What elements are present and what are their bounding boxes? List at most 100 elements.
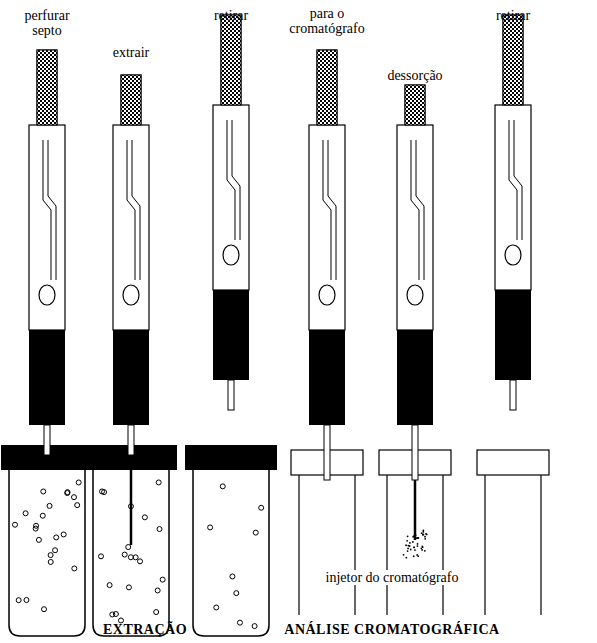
desorbed-dot xyxy=(417,543,419,545)
needle-guide xyxy=(495,290,531,380)
desorbed-dot xyxy=(405,544,407,546)
barrel xyxy=(495,105,531,290)
barrel xyxy=(309,125,345,330)
desorbed-dot xyxy=(426,534,428,536)
step-label: retirar xyxy=(496,8,530,23)
desorbed-dot xyxy=(421,545,423,547)
desorbed-dot xyxy=(413,535,415,537)
inner-rod xyxy=(232,120,240,240)
desorbed-dot xyxy=(413,547,415,549)
bubble xyxy=(155,588,160,593)
sample-vial xyxy=(9,470,85,636)
plunger xyxy=(405,85,425,125)
needle-guide xyxy=(29,330,65,425)
bubble xyxy=(253,530,258,535)
bubble xyxy=(138,559,143,564)
injector-tube xyxy=(354,475,355,615)
bubble xyxy=(72,566,77,571)
plunger xyxy=(317,50,337,125)
desorbed-dot xyxy=(416,537,418,539)
bubble xyxy=(230,574,235,579)
bubble xyxy=(100,489,105,494)
bubble xyxy=(142,515,147,520)
desorbed-dot xyxy=(424,550,426,552)
bubble xyxy=(40,513,45,518)
bubble xyxy=(208,525,213,530)
inner-rod xyxy=(416,140,424,280)
bubble xyxy=(48,559,53,564)
injector-tube xyxy=(484,475,485,615)
desorbed-dot xyxy=(407,548,409,550)
bubble xyxy=(42,607,47,612)
barrel xyxy=(113,125,149,330)
sample-vial xyxy=(193,470,269,636)
bubble xyxy=(126,585,131,590)
desorbed-dot xyxy=(410,549,412,551)
needle-guide xyxy=(309,330,345,425)
inner-rod xyxy=(514,120,522,240)
screw-window xyxy=(505,245,521,265)
injector-septum xyxy=(477,450,549,475)
screw-window xyxy=(407,285,423,305)
injector-tube xyxy=(386,475,387,615)
screw-window xyxy=(223,245,239,265)
desorbed-dot xyxy=(407,545,409,547)
fiber xyxy=(130,455,133,545)
inner-rod xyxy=(509,120,517,240)
desorbed-dot xyxy=(425,533,427,535)
desorbed-dot xyxy=(423,534,425,536)
bubble xyxy=(133,555,138,560)
desorbed-dot xyxy=(424,538,426,540)
step-label: perfurar septo xyxy=(24,8,69,38)
desorbed-dot xyxy=(422,534,424,536)
desorbed-dot xyxy=(421,532,423,534)
needle xyxy=(44,425,50,455)
bubble xyxy=(76,480,81,485)
bubble xyxy=(36,537,41,542)
desorbed-dot xyxy=(414,549,416,551)
barrel xyxy=(213,105,249,290)
bubble xyxy=(99,554,104,559)
bubble xyxy=(252,624,257,629)
bubble xyxy=(214,605,219,610)
bubble xyxy=(41,489,46,494)
bubble xyxy=(259,505,264,510)
bubble xyxy=(154,610,159,615)
desorbed-dot xyxy=(412,541,414,543)
bubble xyxy=(33,526,38,531)
bubble xyxy=(122,552,127,557)
bubble xyxy=(61,532,66,537)
bubble xyxy=(53,548,58,553)
bubble xyxy=(237,620,242,625)
desorbed-dot xyxy=(403,554,405,556)
bubble xyxy=(65,490,70,495)
barrel xyxy=(29,125,65,330)
bubble xyxy=(126,545,131,550)
inner-rod xyxy=(132,140,140,280)
bubble xyxy=(54,535,59,540)
desorbed-dot xyxy=(421,549,423,551)
screw-window xyxy=(39,285,55,305)
desorbed-dot xyxy=(409,542,411,544)
bubble xyxy=(75,503,80,508)
barrel xyxy=(397,125,433,330)
desorbed-dot xyxy=(422,546,424,548)
desorbed-dot xyxy=(418,537,420,539)
injector-tube xyxy=(540,475,541,615)
inner-rod xyxy=(127,140,135,280)
desorbed-dot xyxy=(407,550,409,552)
desorbed-dot xyxy=(415,534,417,536)
desorbed-dot xyxy=(424,536,426,538)
plunger xyxy=(121,75,141,125)
bubble xyxy=(110,612,115,617)
bubble xyxy=(16,598,21,603)
inner-rod xyxy=(48,140,56,280)
bubble xyxy=(65,491,70,496)
inner-rod xyxy=(411,140,419,280)
needle xyxy=(128,425,134,455)
needle xyxy=(510,380,516,410)
step-label: extrair xyxy=(113,45,150,60)
bubble xyxy=(23,511,28,516)
needle xyxy=(228,380,234,410)
